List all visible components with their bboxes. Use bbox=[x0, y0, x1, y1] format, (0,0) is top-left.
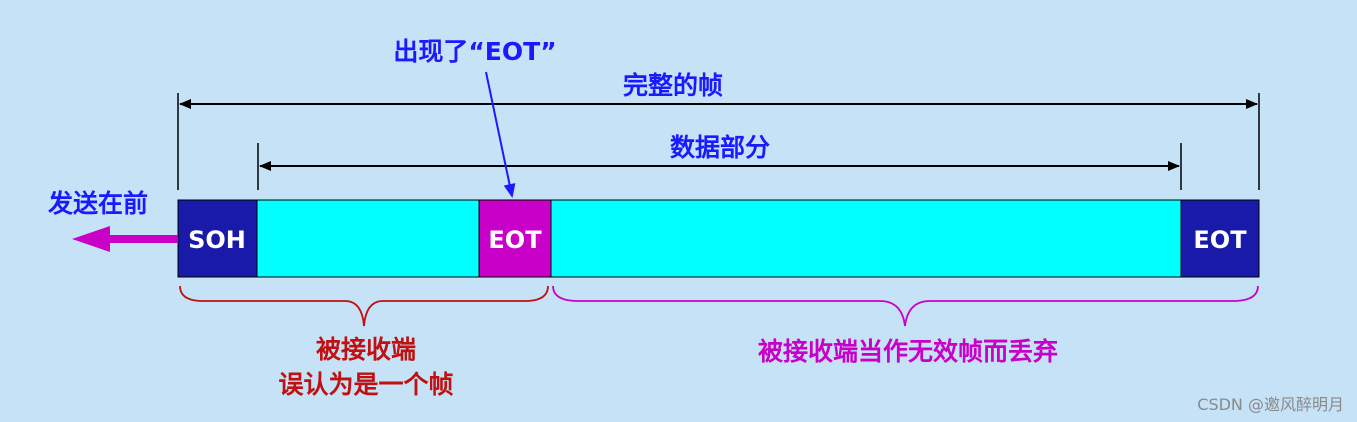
eot-end-label: EOT bbox=[1193, 226, 1247, 254]
data-segment-2 bbox=[550, 199, 1182, 278]
data-part-label: 数据部分 bbox=[670, 133, 770, 162]
soh-box bbox=[177, 199, 258, 278]
receiver-brace bbox=[179, 285, 549, 327]
receiver-label-line1: 被接收端 bbox=[316, 335, 416, 364]
soh-label: SOH bbox=[188, 226, 246, 254]
eot-middle-label: EOT bbox=[488, 226, 542, 254]
complete-frame-label: 完整的帧 bbox=[623, 71, 723, 100]
sent-first-label: 发送在前 bbox=[47, 189, 148, 218]
data-segment-1 bbox=[256, 199, 480, 278]
eot-pointer-arrow bbox=[485, 71, 516, 198]
send-direction-arrow-head bbox=[72, 226, 110, 252]
discarded-brace bbox=[552, 285, 1259, 327]
send-direction-arrow-shaft bbox=[104, 235, 178, 243]
watermark-text: CSDN @邀风醉明月 bbox=[1197, 395, 1344, 414]
discarded-label: 被接收端当作无效帧而丢弃 bbox=[758, 337, 1058, 366]
receiver-label-line2: 误认为是一个帧 bbox=[278, 370, 453, 399]
eot-end-box bbox=[1180, 199, 1260, 278]
eot-appeared-label: 出现了“EOT” bbox=[393, 37, 556, 66]
